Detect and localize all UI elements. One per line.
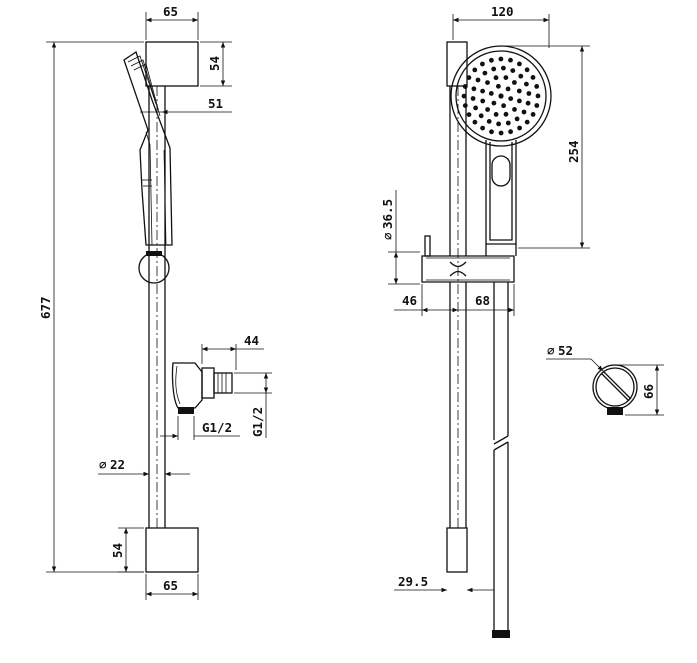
dim-slider-right: 68 (475, 293, 490, 308)
nozzle-dot (473, 105, 478, 111)
nozzle-dot (493, 112, 499, 117)
nozzle-dot (498, 56, 504, 62)
outlet-side-view (171, 362, 233, 414)
top-bracket (145, 41, 199, 87)
hose (492, 282, 510, 638)
nozzle-dot (508, 57, 513, 63)
outlet-front-view: 66 ∅ 52 (546, 343, 664, 416)
nozzle-dot (480, 88, 485, 94)
nozzle-dot (521, 109, 527, 115)
nozzle-dot (526, 91, 532, 96)
nozzle-dot (489, 57, 494, 63)
nozzle-dot (505, 86, 511, 92)
nozzle-dot (534, 84, 540, 89)
nozzle-dot (518, 73, 524, 79)
nozzle-dot (496, 121, 501, 127)
nozzle-dot (508, 129, 513, 135)
nozzle-dot (496, 83, 501, 89)
nozzle-dot (503, 75, 509, 80)
nozzle-dot (498, 93, 504, 99)
dim-top-width: 65 (163, 4, 178, 19)
nozzle-dot (462, 84, 468, 89)
nozzle-dot (514, 116, 520, 122)
dim-bottom-height: 54 (110, 543, 125, 558)
nozzle-dot (466, 112, 472, 117)
slider-front (421, 235, 517, 283)
nozzle-dot (534, 103, 540, 108)
dim-slider-diameter: 36.5 (380, 199, 395, 229)
front-bottom-bracket (446, 527, 468, 573)
dim-bottom-offset: 29.5 (398, 574, 428, 589)
nozzle-dot (489, 129, 494, 135)
nozzle-dot (480, 98, 486, 104)
nozzle-dot (525, 100, 531, 106)
dim-outlet-depth: 66 (641, 384, 656, 399)
nozzle-dot (524, 67, 530, 73)
dim-rail-diameter-symbol: ∅ (99, 457, 107, 472)
nozzle-dot (535, 93, 541, 99)
nozzle-dot (482, 70, 488, 76)
dim-bottom-width: 65 (163, 578, 178, 593)
nozzle-pattern (461, 56, 541, 136)
nozzle-dot (516, 88, 522, 94)
dim-top-height: 54 (207, 56, 222, 71)
nozzle-dot (470, 96, 476, 101)
front-top-bracket (446, 41, 468, 87)
dim-head-offset: 51 (208, 96, 223, 111)
nozzle-dot (486, 119, 492, 124)
nozzle-dot (530, 112, 536, 117)
nozzle-dot (480, 125, 485, 131)
nozzle-dot (517, 98, 522, 104)
nozzle-dot (485, 80, 490, 85)
dim-rail-diameter: 22 (110, 457, 125, 472)
nozzle-dot (466, 75, 472, 80)
front-view: 120 254 ∅ 36.5 46 68 29.5 (380, 4, 590, 638)
nozzle-dot (488, 91, 494, 96)
nozzle-dot (524, 119, 530, 125)
dim-head-length: 254 (566, 140, 581, 163)
nozzle-dot (471, 86, 477, 92)
nozzle-dot (472, 67, 478, 73)
nozzle-dot (530, 75, 536, 80)
dim-outlet-width: 44 (244, 333, 259, 348)
nozzle-dot (498, 130, 504, 136)
nozzle-dot (524, 81, 529, 87)
dim-thread-vertical: G1/2 (250, 407, 265, 437)
shower-head (450, 45, 552, 245)
dim-slider-diameter-symbol: ∅ (380, 232, 395, 240)
bottom-bracket (145, 527, 199, 573)
nozzle-dot (491, 66, 497, 72)
nozzle-dot (472, 119, 478, 125)
nozzle-dot (461, 93, 467, 99)
side-view: 65 54 51 677 44 G1/2 G1/2 (38, 4, 272, 600)
nozzle-dot (480, 61, 485, 67)
dim-outlet-diameter-symbol: ∅ (547, 343, 555, 358)
dim-outlet-diameter: 52 (558, 343, 573, 358)
dim-thread-horizontal: G1/2 (202, 420, 232, 435)
nozzle-dot (485, 107, 490, 112)
nozzle-dot (501, 103, 506, 109)
nozzle-dot (462, 103, 468, 108)
nozzle-dot (517, 61, 522, 67)
handshower-side-profile (123, 50, 173, 284)
nozzle-dot (478, 113, 484, 119)
nozzle-dot (510, 68, 516, 73)
nozzle-dot (508, 96, 514, 101)
nozzle-dot (501, 65, 506, 71)
nozzle-dot (491, 100, 497, 106)
nozzle-dot (493, 75, 499, 81)
nozzle-dot (512, 107, 517, 112)
nozzle-dot (503, 111, 509, 117)
nozzle-dot (517, 125, 522, 131)
nozzle-dot (475, 77, 481, 83)
nozzle-dot (512, 80, 517, 85)
dim-slider-left: 46 (402, 293, 417, 308)
dim-head-width: 120 (491, 4, 514, 19)
nozzle-dot (505, 120, 511, 126)
dim-total-height: 677 (38, 296, 53, 319)
